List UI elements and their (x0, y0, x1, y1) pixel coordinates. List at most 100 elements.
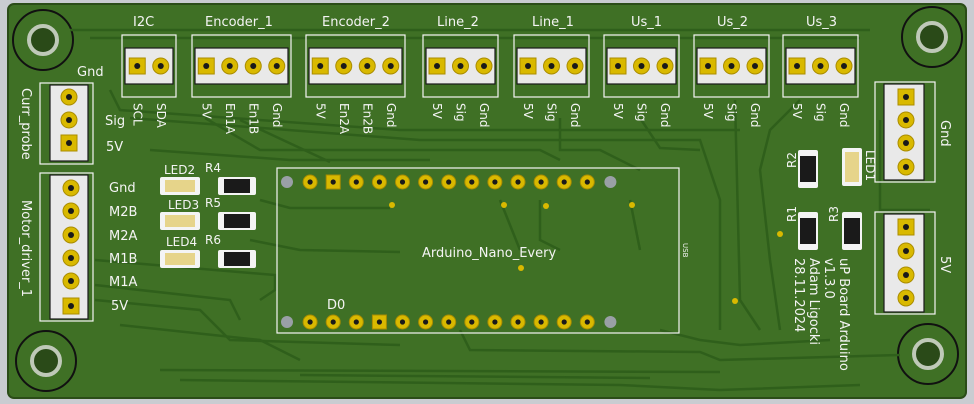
connector-pin-label: Gnd (477, 103, 491, 128)
pin-hole (226, 63, 233, 69)
board-info: uP Board Arduino v1.3.0 Adam Ligocki 28.… (791, 258, 851, 371)
curr-probe-pin-5v: 5V (106, 140, 123, 155)
pin-hole (572, 63, 578, 69)
r3-label: R3 (827, 206, 841, 222)
motor-driver-pin-m2a: M2A (109, 229, 137, 244)
header-pin-hole (561, 319, 567, 325)
pin-hole (273, 63, 280, 69)
r5-label: R5 (205, 196, 221, 210)
pin-hole (364, 63, 371, 69)
header-pin-hole (353, 319, 359, 325)
right-5v-label: 5V (937, 256, 952, 273)
connector-pin-label: Gnd (748, 103, 762, 128)
r3: R3 (827, 206, 862, 250)
motor-driver-pin-m1b: M1B (109, 252, 137, 267)
module-mount-hole (281, 316, 293, 328)
connector-title: I2C (133, 15, 154, 30)
connector-pin-label: SCL (130, 103, 144, 126)
connector-i2c: I2C SCL SDA (121, 15, 177, 129)
connector-title: Line_1 (532, 15, 574, 30)
pin-hole (728, 63, 735, 69)
connector-curr-probe (39, 82, 94, 165)
header-pin-hole (492, 179, 498, 185)
connector-title: Encoder_1 (205, 15, 273, 30)
r1: R1 (785, 206, 818, 250)
board-outline (7, 3, 967, 399)
header-pin-hole (515, 319, 521, 325)
pin-hole (638, 63, 645, 69)
header-pin-hole (423, 319, 429, 325)
header-pin-hole (515, 179, 521, 185)
header-pin-hole (492, 319, 498, 325)
header-pin-hole (446, 319, 452, 325)
header-pin-hole (423, 179, 429, 185)
pin-hole (434, 63, 440, 69)
board-author: Adam Ligocki (806, 258, 821, 345)
led1: LED1 (842, 148, 877, 186)
arduino-module-label: Arduino_Nano_Every (422, 246, 556, 261)
board-title-line2: v1.3.0 (821, 258, 836, 299)
connector-pin-label: Gnd (837, 103, 851, 128)
pin-hole (457, 63, 464, 69)
r6-label: R6 (205, 233, 221, 247)
header-pin-hole (307, 319, 313, 325)
mounting-hole-bl (15, 330, 77, 392)
pin-hole (481, 63, 487, 69)
motor-driver-title: Motor_driver_1 (18, 200, 33, 297)
curr-probe-title: Curr_probe (18, 88, 33, 160)
header-pin-hole (376, 179, 382, 185)
usb-label: USB (681, 243, 689, 258)
connector-us-1: Us_1 5V Sig Gnd (603, 15, 680, 128)
connector-pin-label: En2B (360, 103, 374, 134)
led1-label: LED1 (863, 150, 877, 181)
connector-pin-label: Gnd (658, 103, 672, 128)
pin-hole (615, 63, 621, 69)
led2-label: LED2 (164, 163, 195, 177)
pin-hole (705, 63, 711, 69)
vias (389, 202, 783, 304)
module-mount-hole (604, 176, 617, 188)
connector-pin-label: Sig (454, 103, 468, 122)
module-mount-hole (604, 316, 617, 328)
header-pin-hole (330, 319, 336, 325)
pin-hole (387, 63, 394, 69)
board-title-line1: uP Board Arduino (836, 258, 851, 371)
connector-pin-label: 5V (430, 103, 444, 120)
right-gnd-label: Gnd (937, 120, 952, 147)
pin-hole (157, 63, 164, 69)
arduino-module: Arduino_Nano_Every USB D0 (276, 167, 689, 334)
connector-pin-label: Sig (814, 103, 828, 122)
header-pin-hole (446, 179, 452, 185)
r1-label: R1 (785, 206, 799, 222)
pin-hole (817, 63, 824, 69)
board-date: 28.11.2024 (791, 258, 806, 332)
header-pin-hole (307, 179, 313, 185)
pin-hole (317, 63, 324, 69)
connector-pin-label: 5V (790, 103, 804, 120)
connector-title: Us_1 (631, 15, 662, 30)
connector-pin-label: Sig (635, 103, 649, 122)
pin-hole (203, 63, 210, 69)
connector-pin-label: SDA (154, 103, 168, 129)
r2-label: R2 (785, 152, 799, 168)
header-pin-hole (538, 319, 544, 325)
header-pin-hole (584, 179, 590, 185)
header-pin-hole (376, 319, 382, 325)
curr-probe-pin-gnd: Gnd (77, 65, 104, 80)
pin-hole (340, 63, 347, 69)
connector-pin-label: 5V (611, 103, 625, 120)
d0-label: D0 (327, 298, 345, 313)
connector-pin-label: 5V (199, 103, 213, 120)
motor-driver-pin-m1a: M1A (109, 275, 137, 290)
pin-hole (662, 63, 668, 69)
connector-pin-label: En1A (223, 103, 237, 135)
r5: R5 (205, 196, 256, 230)
header-pin-hole (538, 179, 544, 185)
connector-pin-label: En1B (246, 103, 260, 134)
header-pin-hole (399, 319, 406, 325)
r4: R4 (205, 161, 256, 195)
header-pin-hole (330, 179, 336, 185)
